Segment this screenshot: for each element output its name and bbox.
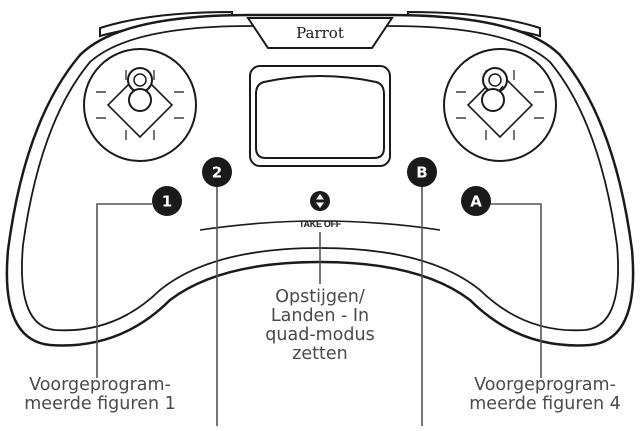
callout-right: Voorgeprogram- meerde figuren 4 [450, 376, 640, 414]
callout-left-line1: Voorgeprogram- [29, 375, 171, 395]
callout-line-button-1 [96, 203, 152, 378]
callout-left-line2: meerde figuren 1 [24, 394, 176, 414]
centre-pad-inner [255, 75, 385, 159]
brand-logo: Parrot [296, 24, 344, 42]
controller-centre-groove [199, 220, 441, 231]
button-a-label: A [470, 193, 482, 211]
takeoff-button[interactable] [310, 191, 330, 211]
left-joystick[interactable] [83, 48, 197, 162]
callout-line-button-a [488, 203, 542, 378]
button-1-label: 1 [162, 193, 172, 211]
right-joystick[interactable] [443, 48, 557, 162]
callout-right-line2: meerde figuren 4 [469, 394, 621, 414]
callout-center-line1: Opstijgen/ [275, 287, 365, 307]
callout-right-line1: Voorgeprogram- [474, 375, 616, 395]
brand-tab [246, 17, 394, 49]
takeoff-label: TAKE OFF [299, 219, 342, 229]
callout-center-line4: zetten [292, 344, 348, 364]
up-down-arrow-icon [316, 194, 324, 208]
callout-center-line3: quad-modus [265, 325, 375, 345]
button-b[interactable]: B [407, 157, 437, 187]
button-a[interactable]: A [461, 186, 491, 216]
button-1[interactable]: 1 [152, 186, 182, 216]
button-2[interactable]: 2 [202, 157, 232, 187]
callout-center-line2: Landen - In [270, 306, 370, 326]
button-b-label: B [416, 164, 427, 182]
button-2-label: 2 [212, 164, 222, 182]
callout-center: Opstijgen/ Landen - In quad-modus zetten [246, 288, 394, 364]
callout-left: Voorgeprogram- meerde figuren 1 [0, 376, 200, 414]
